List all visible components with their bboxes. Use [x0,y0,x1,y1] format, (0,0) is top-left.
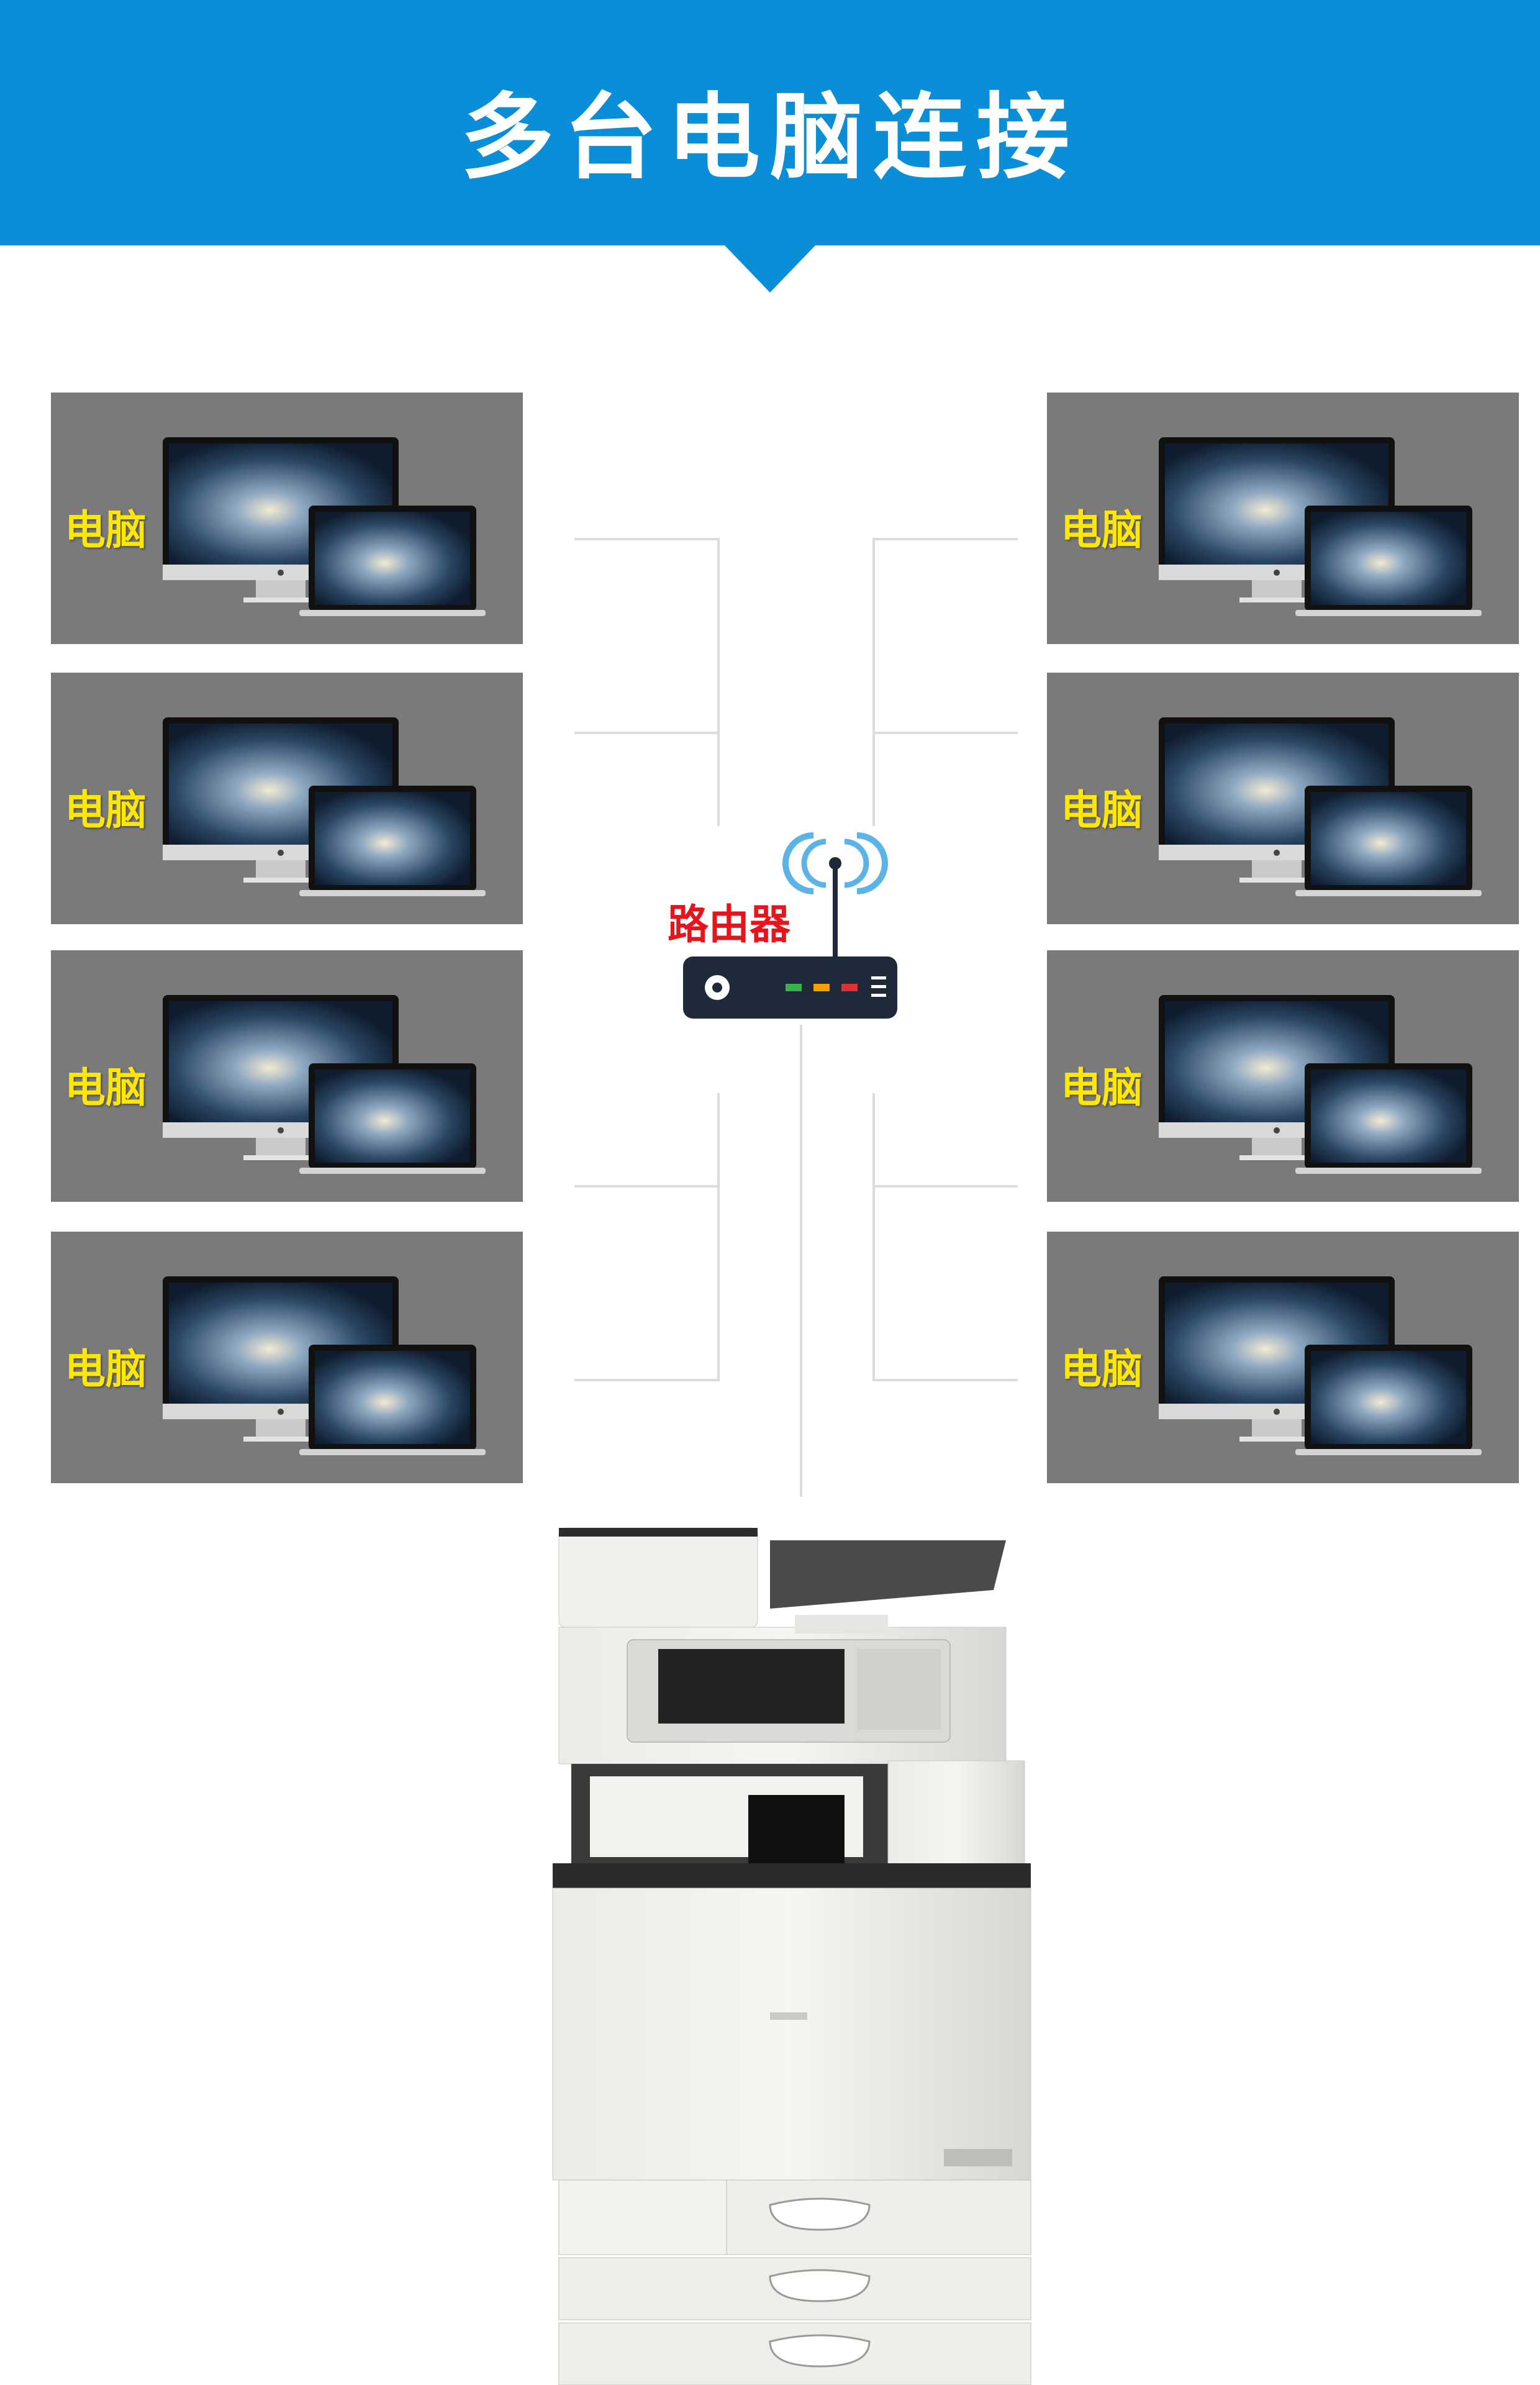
header-banner: 多台电脑连接 [0,0,1540,245]
computer-card-left-1: 电脑 [51,393,523,644]
computer-card-right-1: 电脑 [1047,393,1519,644]
computer-card-left-2: 电脑 [51,673,523,924]
computer-label: 电脑 [1061,1064,1143,1112]
computer-label: 电脑 [1061,506,1143,554]
computer-icon [1159,1276,1482,1455]
computer-label: 电脑 [65,1345,147,1393]
computer-icon [163,1276,486,1455]
computer-icon [1159,437,1482,616]
computer-label: 电脑 [65,1064,147,1112]
computer-label: 电脑 [1061,1345,1143,1393]
computer-card-left-3: 电脑 [51,950,523,1202]
computer-icon [163,437,486,616]
computer-label: 电脑 [65,506,147,554]
computer-icon [1159,995,1482,1174]
computer-label: 电脑 [1061,786,1143,834]
computer-icon [163,717,486,896]
computer-card-right-3: 电脑 [1047,950,1519,1202]
router-label: 路由器 [668,901,790,948]
router-icon [683,832,897,1019]
computer-icon [163,995,486,1174]
computer-card-right-4: 电脑 [1047,1232,1519,1483]
computer-card-left-4: 电脑 [51,1232,523,1483]
computer-label: 电脑 [65,786,147,834]
copier-icon [552,1527,1031,2385]
banner-pointer [723,244,817,293]
computer-icon [1159,717,1482,896]
computer-card-right-2: 电脑 [1047,673,1519,924]
page-title: 多台电脑连接 [460,84,1079,192]
